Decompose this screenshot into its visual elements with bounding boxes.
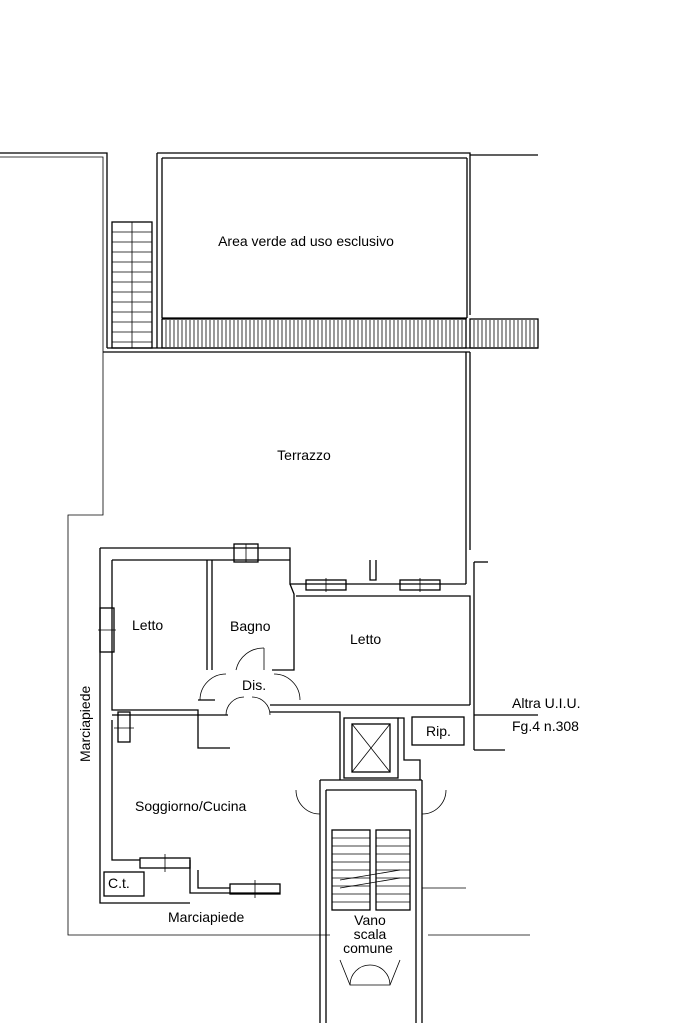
- railing-band: [161, 318, 539, 349]
- label-soggiorno: Soggiorno/Cucina: [135, 798, 247, 814]
- area-verde-zone: [161, 157, 468, 319]
- exterior-stair: [111, 221, 153, 349]
- site-boundary: [0, 152, 538, 936]
- label-bagno: Bagno: [230, 618, 271, 634]
- windows: [98, 543, 441, 898]
- label-altra-uiu: Altra U.I.U.: [512, 695, 580, 711]
- label-dis: Dis.: [242, 677, 266, 693]
- ct-box: [103, 871, 145, 897]
- label-letto-right: Letto: [350, 631, 381, 647]
- terrazzo-zone: [103, 347, 538, 584]
- label-terrazzo: Terrazzo: [277, 447, 331, 463]
- label-marciapiede-side: Marciapiede: [77, 686, 93, 762]
- label-vano-3: comune: [343, 940, 393, 956]
- common-stairwell: [319, 779, 423, 1023]
- label-letto-left: Letto: [132, 617, 163, 633]
- door-swings: [199, 647, 447, 815]
- label-foglio-ref: Fg.4 n.308: [512, 718, 579, 734]
- label-ct: C.t.: [108, 875, 130, 891]
- label-vano-1: Vano: [354, 912, 386, 928]
- label-marciapiede-bottom: Marciapiede: [168, 909, 244, 925]
- label-rip: Rip.: [426, 723, 451, 739]
- elevator-shaft: [343, 717, 421, 780]
- label-vano-2: scala: [354, 926, 387, 942]
- label-area-verde: Area verde ad uso esclusivo: [218, 233, 394, 249]
- apartment-walls: [99, 547, 538, 904]
